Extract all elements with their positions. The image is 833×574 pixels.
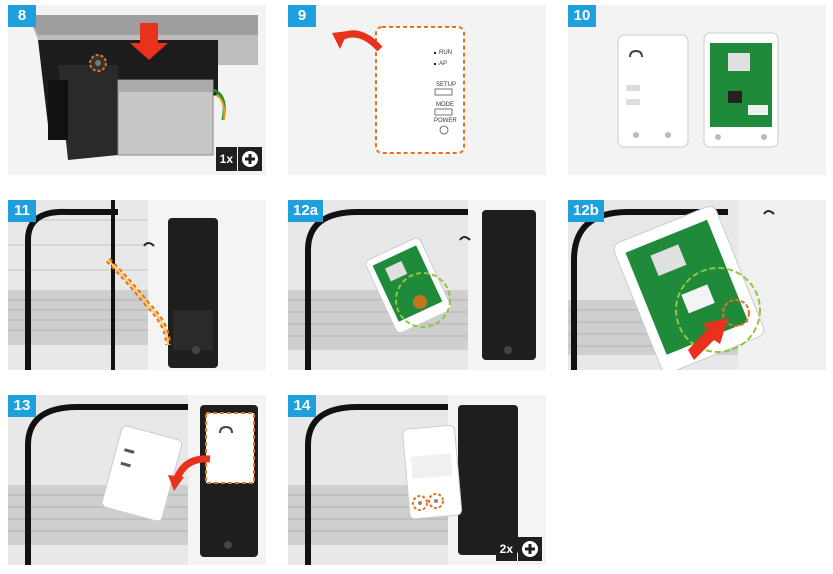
step-11-panel: 11 [8, 200, 266, 370]
step-11-illustration [8, 200, 266, 370]
mode-label: MODE [436, 102, 454, 108]
run-label: RUN [439, 50, 452, 56]
quantity-badge: 1x [215, 147, 262, 171]
step-12b-illustration [568, 200, 826, 370]
step-12a-illustration [288, 200, 546, 370]
quantity-text: 2x [495, 537, 517, 561]
step-badge: 11 [8, 200, 36, 222]
step-8-panel: 8 1x [8, 5, 266, 175]
ap-label: AP [439, 61, 448, 67]
step-9-illustration [288, 5, 546, 175]
step-13-panel: 13 [8, 395, 266, 565]
step-badge: 10 [568, 5, 596, 27]
quantity-text: 1x [215, 147, 237, 171]
step-badge: 12a [288, 200, 324, 222]
step-13-illustration [8, 395, 266, 565]
step-9-panel: RUN AP SETUP MODE POWER 9 [288, 5, 546, 175]
red-arrow-icon [688, 318, 728, 360]
quantity-badge: 2x [495, 537, 542, 561]
step-badge: 14 [288, 395, 316, 417]
step-14-illustration [288, 395, 546, 565]
step-badge: 12b [568, 200, 604, 222]
step-10-illustration [568, 5, 826, 175]
step-badge: 8 [8, 5, 36, 27]
screw-plus-icon [518, 537, 542, 561]
setup-label: SETUP [436, 82, 457, 88]
red-arrow-icon [130, 23, 168, 60]
step-14-panel: 14 2x [288, 395, 546, 565]
step-8-illustration [8, 5, 266, 175]
step-badge: 9 [288, 5, 316, 27]
step-12a-panel: 12a [288, 200, 546, 370]
power-label: POWER [434, 118, 457, 124]
step-badge: 13 [8, 395, 36, 417]
screw-plus-icon [238, 147, 262, 171]
step-10-panel: 10 [568, 5, 826, 175]
step-12b-panel: 12b [568, 200, 826, 370]
